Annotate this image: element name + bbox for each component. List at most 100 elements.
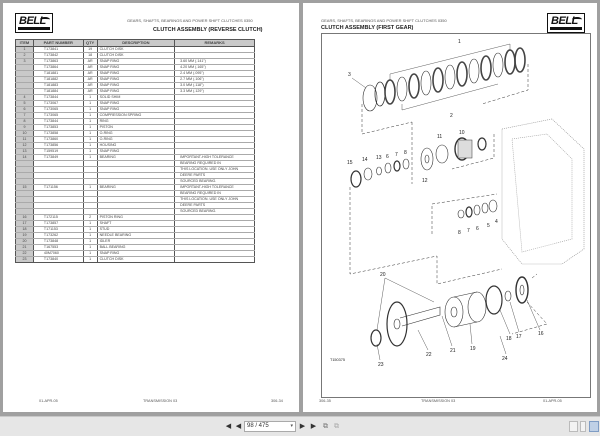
cell-rem [174,148,255,155]
dropdown-icon: ▾ [290,423,293,429]
cell-rem: THIS LOCATION. USE ONLY JOHN [174,166,255,173]
cell-item: 12 [15,142,34,149]
callout-4: 4 [495,219,498,225]
cell-item [15,172,34,179]
cell-qty: 1 [82,256,98,263]
cell-item [15,88,34,95]
page-title: CLUTCH ASSEMBLY (FIRST GEAR) [321,25,414,31]
cell-qty [82,166,98,173]
two-page-view-button[interactable] [589,421,599,432]
cell-rem [174,250,255,257]
cell-item: 16 [15,214,34,221]
cell-rem: DEERE PARTS [174,172,255,179]
cell-rem: THIS LOCATION. USE ONLY JOHN [174,196,255,203]
cell-qty [82,196,98,203]
cell-rem [174,94,255,101]
callout-11: 11 [437,134,442,140]
cell-rem [174,238,255,245]
parts-table: ITEM PART NUMBER QTY DESCRIPTION REMARKS… [15,39,255,263]
single-page-view-button[interactable] [569,421,578,432]
callout-6-upper: 6 [386,154,389,160]
cell-qty: 1 [82,250,98,257]
bell-logo: BELL [547,13,585,33]
column-header: REMARKS [174,39,255,47]
cell-item: 13 [15,148,34,155]
table-row: BEARING REQUIRED IN [15,190,255,197]
callout-18: 18 [506,336,512,342]
cell-rem: DEERE PARTS [174,202,255,209]
callout-5: 5 [487,223,490,229]
cell-qty [82,172,98,179]
callout-8-upper: 8 [404,150,407,156]
cell-qty [82,160,98,167]
first-page-button[interactable]: ◀​ [224,422,233,431]
cell-qty: 1 [82,136,98,143]
table-header-row: ITEM PART NUMBER QTY DESCRIPTION REMARKS [15,39,255,47]
page-number-input[interactable]: 98 / 475 ▾ [244,421,296,432]
page-indicator: 98 / 475 [247,423,269,429]
cell-part: T173840 [32,256,84,263]
cell-rem: 2.4 MM (.095") [174,70,255,77]
cell-qty: 1 [82,232,98,239]
cell-rem [174,52,255,59]
cell-qty: AR [82,76,98,83]
last-page-button[interactable]: ▶ [309,422,318,431]
table-row: SOURCED BEARING. [15,208,255,215]
cell-qty: 1 [82,94,98,101]
cell-item: 8 [15,118,34,125]
callout-8: 8 [458,230,461,236]
previous-page-button[interactable]: ◀ [234,422,243,431]
callout-20: 20 [380,272,386,278]
cell-item: 18 [15,226,34,233]
cell-rem: BEARING REQUIRED IN [174,160,255,167]
next-page-button[interactable]: ▶ [298,422,307,431]
cell-item [15,190,34,197]
cell-item: 6 [15,106,34,113]
cell-item [15,196,34,203]
callout-10: 10 [459,130,465,136]
callout-15: 15 [347,160,353,166]
callout-14: 14 [362,157,368,163]
cell-item: 11 [15,136,34,143]
cell-qty: 1 [82,238,98,245]
continuous-view-button[interactable] [580,421,586,432]
cell-item: 14 [15,154,34,161]
cell-item [15,76,34,83]
paste-page-button[interactable]: ⧉ [332,422,341,431]
table-row: BEARING REQUIRED IN [15,160,255,167]
cell-item [15,82,34,89]
cell-qty: 18 [82,52,98,59]
table-row: THIS LOCATION. USE ONLY JOHN [15,166,255,173]
cell-qty: AR [82,82,98,89]
footer-page-number: 306-34 [271,399,283,403]
cell-item: 3 [15,58,34,65]
copy-page-button[interactable]: ⧉ [321,422,330,431]
cell-qty: 1 [82,112,98,119]
callout-2: 2 [450,113,453,119]
left-page: BELL GEARS, SHAFTS, BEARINGS AND POWER S… [3,3,299,412]
cell-rem [174,46,255,53]
callout-13: 13 [376,155,382,161]
previous-page-icon: ◀ [235,423,242,430]
cell-rem [174,142,255,149]
cell-qty: 1 [82,124,98,131]
cell-item: 23 [15,256,34,263]
cell-rem: SOURCED BEARING. [174,178,255,185]
cell-item: 4 [15,94,34,101]
cell-item [15,64,34,71]
